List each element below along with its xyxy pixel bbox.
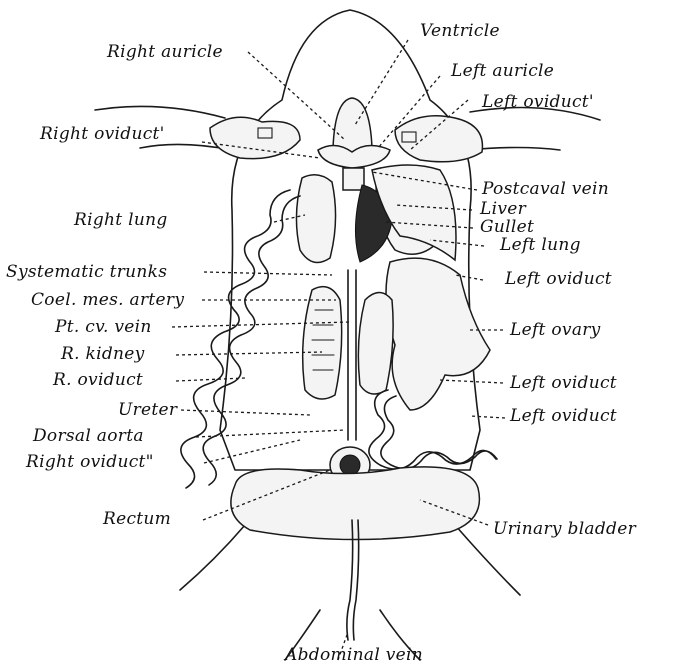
label-rectum: Rectum bbox=[103, 511, 171, 528]
label-right-lung: Right lung bbox=[74, 212, 168, 229]
label-gullet: Gullet bbox=[480, 219, 534, 236]
label-postcaval-vein: Postcaval vein bbox=[482, 181, 609, 198]
label-right-oviduct-double-prime: Right oviduct" bbox=[26, 454, 154, 471]
label-left-auricle: Left auricle bbox=[451, 63, 554, 80]
label-ventricle: Ventricle bbox=[420, 23, 500, 40]
label-r-kidney: R. kidney bbox=[61, 346, 145, 363]
label-right-auricle: Right auricle bbox=[107, 44, 223, 61]
label-left-oviduct-3: Left oviduct bbox=[510, 408, 617, 425]
label-left-oviduct-1: Left oviduct bbox=[505, 271, 612, 288]
label-dorsal-aorta: Dorsal aorta bbox=[33, 428, 144, 445]
label-ureter: Ureter bbox=[118, 402, 177, 419]
label-left-lung: Left lung bbox=[500, 237, 581, 254]
label-systematic-trunks: Systematic trunks bbox=[6, 264, 167, 281]
label-pt-cv-vein: Pt. cv. vein bbox=[55, 319, 152, 336]
label-coel-mes-artery: Coel. mes. artery bbox=[31, 292, 184, 309]
label-left-oviduct-prime: Left oviduct' bbox=[482, 94, 594, 111]
label-urinary-bladder: Urinary bladder bbox=[493, 521, 636, 538]
label-right-oviduct-prime: Right oviduct' bbox=[40, 126, 165, 143]
label-r-oviduct: R. oviduct bbox=[53, 372, 143, 389]
label-left-oviduct-2: Left oviduct bbox=[510, 375, 617, 392]
label-abdominal-vein: Abdominal vein bbox=[285, 647, 423, 664]
label-left-ovary: Left ovary bbox=[510, 322, 601, 339]
label-liver: Liver bbox=[480, 201, 526, 218]
